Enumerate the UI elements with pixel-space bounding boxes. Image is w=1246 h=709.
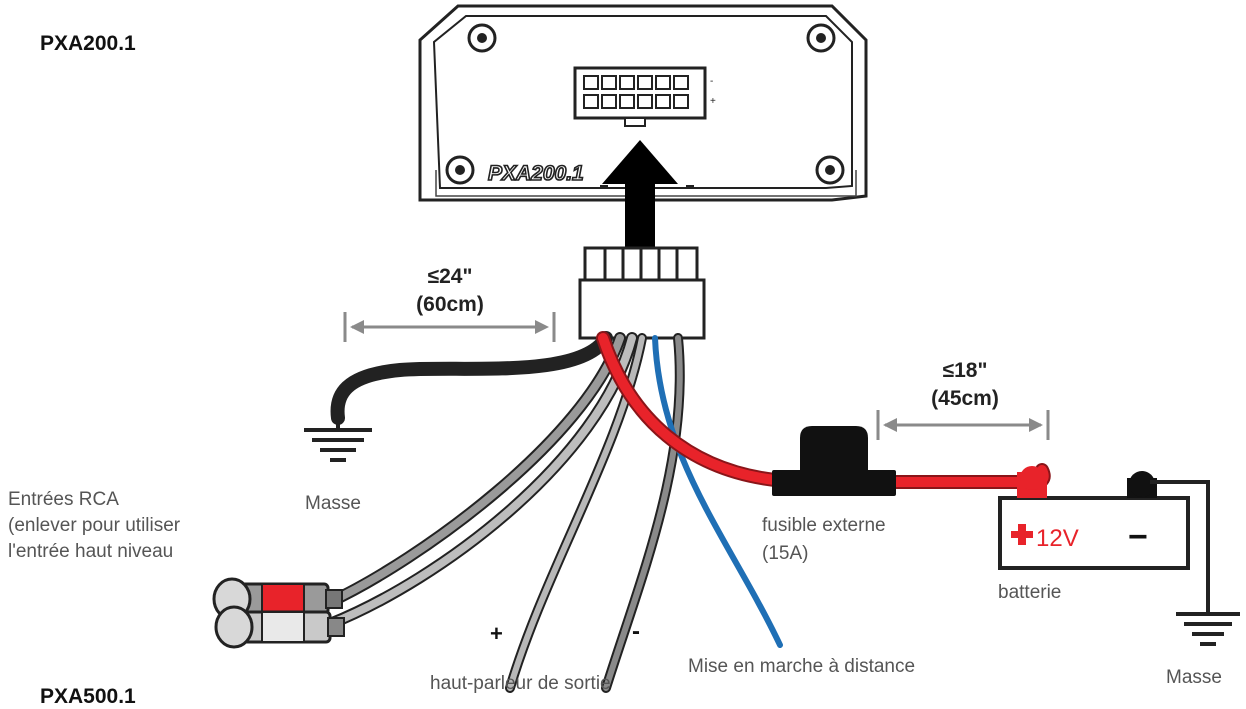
dimension-ground-metric: (60cm) [416, 293, 484, 316]
fuse-label-line1: fusible externe [762, 515, 886, 536]
harness-connector [578, 246, 706, 340]
ground-wire-left [330, 331, 613, 425]
ground-wire-right [1150, 480, 1210, 612]
dimension-line-ground [343, 312, 556, 342]
rca-plug-red [212, 577, 343, 621]
ground-symbol-left-icon [304, 416, 372, 462]
speaker-minus-label: - [632, 618, 640, 645]
battery-label: batterie [998, 582, 1062, 603]
ground-symbol-right-icon [1176, 612, 1240, 646]
remote-turn-on-label: Mise en marche à distance [688, 656, 916, 677]
rca-label-line2: (enlever pour utiliser [8, 515, 181, 536]
screw-icon [467, 23, 497, 53]
remote-wire [652, 335, 783, 648]
screw-icon [445, 155, 475, 185]
fuse-label-line2: (15A) [762, 543, 809, 564]
battery-positive-label: 12V [1036, 525, 1079, 552]
svg-text:-: - [710, 76, 713, 87]
dimension-ground-value: ≤24" [427, 265, 473, 288]
unit-model-label: PXA200.1 [488, 162, 584, 185]
amplifier-unit: - + PXA200.1 [418, 4, 868, 202]
rca-label-line1: Entrées RCA [8, 489, 119, 510]
diagram-title: PXA200.1 [40, 32, 136, 55]
amplifier-port: - + [573, 66, 716, 127]
screw-icon [815, 155, 845, 185]
svg-text:+: + [710, 96, 716, 107]
next-model-title: PXA500.1 [40, 685, 136, 708]
fuse-holder [772, 426, 896, 496]
insert-arrow-icon [602, 140, 678, 250]
speaker-plus-label: + [490, 621, 503, 646]
rca-signal-wires [324, 332, 638, 630]
ground-label-right: Masse [1166, 667, 1222, 688]
screw-icon [806, 23, 836, 53]
dimension-power-value: ≤18" [942, 359, 988, 382]
ground-label-left: Masse [305, 493, 361, 514]
rca-plug-white [214, 605, 345, 649]
dimension-power-metric: (45cm) [931, 387, 999, 410]
speaker-output-label: haut-parleur de sortie [430, 673, 611, 694]
plus-icon [1011, 524, 1033, 545]
battery-negative-label: − [1128, 518, 1148, 556]
dimension-line-power [876, 410, 1050, 440]
battery: 12V − [998, 466, 1190, 570]
rca-label-line3: l'entrée haut niveau [8, 541, 174, 562]
